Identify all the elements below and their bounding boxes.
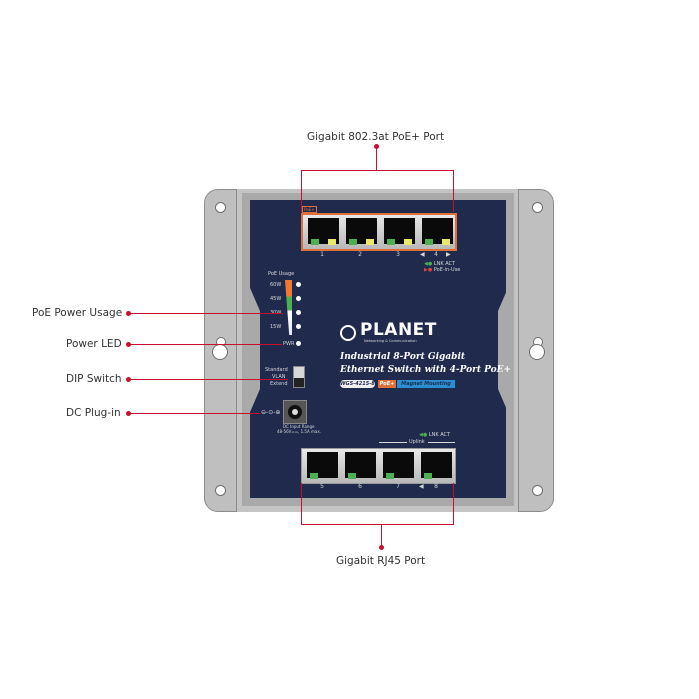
poe-level-45w: 45W bbox=[270, 296, 282, 302]
poe-led-45w bbox=[296, 296, 301, 301]
dip-option-extend: Extend bbox=[270, 381, 288, 387]
callout-line bbox=[376, 146, 377, 171]
dc-jack[interactable] bbox=[283, 400, 307, 424]
lnk-act-text: LNK ACT bbox=[433, 261, 456, 267]
callout-line bbox=[128, 379, 288, 380]
arrow-left-icon: ◀ bbox=[420, 251, 425, 258]
port-label-7: 7 bbox=[396, 483, 400, 490]
callout-dc-plug: DC Plug-in bbox=[66, 407, 121, 419]
callout-line bbox=[301, 170, 302, 212]
port-label-8: 8 bbox=[434, 483, 438, 490]
screw-hole-icon bbox=[532, 202, 543, 213]
rj45-port-4[interactable] bbox=[422, 218, 453, 245]
poe-in-use-text: PoE-in-Use bbox=[433, 267, 461, 273]
rj45-port-7[interactable] bbox=[383, 452, 414, 479]
callout-line bbox=[381, 524, 382, 547]
callout-line bbox=[301, 524, 454, 525]
poe-in-use-legend: ▶● PoE-in-Use bbox=[424, 267, 461, 273]
poe-led-60w bbox=[296, 282, 301, 287]
lnk-act-legend: ◀● LNK ACT bbox=[424, 261, 456, 267]
callout-poe-usage: PoE Power Usage bbox=[32, 307, 123, 319]
callout-dip-switch: DIP Switch bbox=[66, 373, 122, 385]
rj45-port-5[interactable] bbox=[307, 452, 338, 479]
poe-led-30w bbox=[296, 310, 301, 315]
poe-usage-title: PoE Usage bbox=[268, 271, 295, 277]
uplink-label: Uplink bbox=[409, 439, 425, 445]
dc-range-line2: 48-56V==, 1.5A max. bbox=[277, 429, 321, 434]
arrow-right-icon: ▶ bbox=[446, 251, 451, 258]
poe-level-15w: 15W bbox=[270, 324, 282, 330]
dip-switch[interactable] bbox=[293, 366, 305, 388]
callout-power-led: Power LED bbox=[66, 338, 122, 350]
panel-notch-left bbox=[244, 285, 260, 415]
uplink-line-right bbox=[428, 442, 455, 443]
pwr-label: PWR bbox=[283, 341, 295, 347]
port-label-4: 4 bbox=[434, 251, 438, 258]
callout-line bbox=[301, 483, 302, 524]
panel-notch-right bbox=[498, 285, 514, 415]
port-label-1: 1 bbox=[320, 251, 324, 258]
rj45-port-2[interactable] bbox=[346, 218, 377, 245]
port-label-6: 6 bbox=[358, 483, 362, 490]
callout-line bbox=[301, 170, 454, 171]
poe-level-60w: 60W bbox=[270, 282, 282, 288]
arrow-left-icon: ◀ bbox=[419, 483, 424, 490]
poe-led-15w bbox=[296, 324, 301, 329]
poe-port-block bbox=[301, 213, 457, 251]
screw-hole-icon bbox=[532, 485, 543, 496]
magnet-mount-badge: Magnet Mounting bbox=[397, 380, 455, 388]
dc-polarity-icon: ⊖-⊙-⊕ bbox=[261, 409, 281, 416]
rj45-port-6[interactable] bbox=[345, 452, 376, 479]
callout-line bbox=[453, 483, 454, 524]
port-label-2: 2 bbox=[358, 251, 362, 258]
dip-option-standard: Standard bbox=[265, 367, 288, 373]
bottom-lnk-act-text: LNK ACT bbox=[428, 432, 451, 438]
callout-line bbox=[128, 313, 283, 314]
dip-option-vlan: VLAN bbox=[272, 374, 286, 380]
screw-hole-icon bbox=[215, 202, 226, 213]
callout-poe-ports: Gigabit 802.3at PoE+ Port bbox=[307, 131, 445, 143]
rj45-port-block bbox=[301, 448, 456, 484]
rj45-port-3[interactable] bbox=[384, 218, 415, 245]
uplink-line-left bbox=[379, 442, 407, 443]
port-label-3: 3 bbox=[396, 251, 400, 258]
callout-line bbox=[453, 170, 454, 212]
screw-hole-icon bbox=[215, 485, 226, 496]
callout-line bbox=[128, 413, 260, 414]
rj45-port-1[interactable] bbox=[308, 218, 339, 245]
keyhole-icon bbox=[212, 337, 228, 361]
dc-range-line1: DC Input Range bbox=[283, 424, 315, 429]
keyhole-icon bbox=[529, 337, 545, 361]
port-label-5: 5 bbox=[320, 483, 324, 490]
callout-line bbox=[128, 344, 282, 345]
poe-usage-bar bbox=[285, 280, 292, 335]
rj45-port-8[interactable] bbox=[421, 452, 452, 479]
product-title-line1: Industrial 8-Port Gigabit bbox=[340, 352, 466, 362]
bottom-lnk-act-legend: ◀● LNK ACT bbox=[419, 432, 451, 438]
product-title-line2: Ethernet Switch with 4-Port PoE+ bbox=[340, 365, 512, 375]
callout-rj45-ports: Gigabit RJ45 Port bbox=[336, 555, 426, 567]
callout-dot bbox=[379, 545, 384, 550]
model-badge: WGS-4215-8P bbox=[340, 380, 379, 388]
poe-plus-badge: PoE+ bbox=[378, 380, 396, 388]
brand-tagline: Networking & Communication bbox=[364, 339, 417, 343]
brand-logo: PLANET bbox=[360, 320, 437, 340]
poe-port-tag: PoE+ bbox=[302, 206, 317, 213]
planet-logo-icon bbox=[340, 325, 356, 341]
power-led bbox=[296, 341, 301, 346]
